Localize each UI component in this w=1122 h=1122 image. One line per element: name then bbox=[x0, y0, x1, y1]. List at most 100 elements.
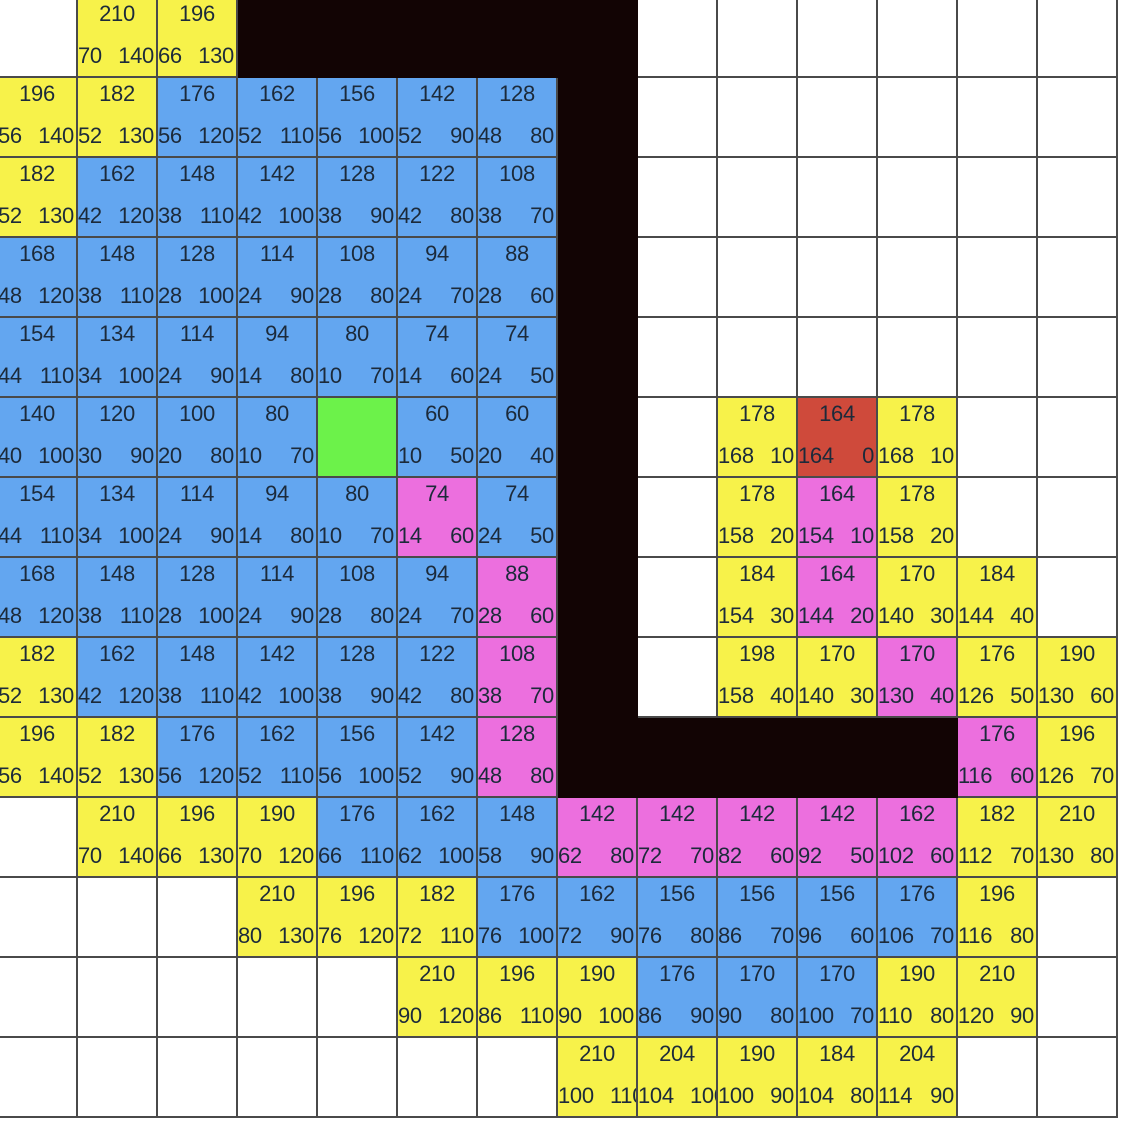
g-cost: 34 bbox=[78, 363, 102, 388]
grid-cell-wall bbox=[558, 638, 638, 718]
f-cost: 148 bbox=[179, 161, 215, 186]
f-cost: 128 bbox=[179, 241, 215, 266]
h-cost: 90 bbox=[370, 203, 394, 228]
f-cost: 178 bbox=[899, 401, 935, 426]
f-cost: 94 bbox=[425, 561, 449, 586]
f-cost: 196 bbox=[339, 881, 375, 906]
g-cost: 52 bbox=[78, 763, 102, 788]
g-cost: 48 bbox=[478, 123, 502, 148]
h-cost: 130 bbox=[278, 923, 314, 948]
f-cost: 182 bbox=[979, 801, 1015, 826]
g-cost: 20 bbox=[478, 443, 502, 468]
f-cost: 156 bbox=[819, 881, 855, 906]
f-cost: 176 bbox=[899, 881, 935, 906]
f-cost: 210 bbox=[419, 961, 455, 986]
h-cost: 70 bbox=[930, 923, 954, 948]
g-cost: 154 bbox=[718, 603, 754, 628]
f-cost: 154 bbox=[19, 321, 55, 346]
f-cost: 114 bbox=[259, 241, 295, 266]
h-cost: 90 bbox=[210, 363, 234, 388]
g-cost: 42 bbox=[78, 683, 102, 708]
f-cost: 162 bbox=[419, 801, 455, 826]
h-cost: 60 bbox=[1090, 683, 1114, 708]
g-cost: 24 bbox=[478, 523, 502, 548]
grid-cell-empty bbox=[1038, 558, 1118, 638]
g-cost: 82 bbox=[718, 843, 742, 868]
h-cost: 110 bbox=[279, 763, 314, 788]
grid-cell-empty bbox=[1038, 0, 1118, 78]
h-cost: 120 bbox=[38, 283, 74, 308]
g-cost: 56 bbox=[318, 763, 342, 788]
f-cost: 210 bbox=[99, 801, 135, 826]
g-cost: 28 bbox=[158, 283, 182, 308]
f-cost: 148 bbox=[99, 561, 135, 586]
f-cost: 190 bbox=[259, 801, 295, 826]
f-cost: 108 bbox=[339, 561, 375, 586]
g-cost: 38 bbox=[318, 683, 342, 708]
h-cost: 100 bbox=[278, 203, 314, 228]
f-cost: 210 bbox=[99, 1, 135, 26]
g-cost: 154 bbox=[798, 523, 834, 548]
g-cost: 42 bbox=[238, 683, 262, 708]
g-cost: 56 bbox=[158, 123, 182, 148]
grid-cell-empty bbox=[398, 1038, 478, 1118]
h-cost: 80 bbox=[1090, 843, 1114, 868]
g-cost: 10 bbox=[238, 443, 262, 468]
h-cost: 80 bbox=[770, 1003, 794, 1028]
grid-cell-wall bbox=[478, 0, 558, 78]
h-cost: 50 bbox=[1010, 683, 1034, 708]
g-cost: 38 bbox=[478, 203, 502, 228]
g-cost: 130 bbox=[878, 683, 914, 708]
g-cost: 158 bbox=[718, 683, 754, 708]
h-cost: 20 bbox=[930, 523, 954, 548]
h-cost: 100 bbox=[198, 283, 234, 308]
g-cost: 100 bbox=[718, 1083, 754, 1108]
h-cost: 110 bbox=[610, 1083, 636, 1108]
h-cost: 120 bbox=[38, 603, 74, 628]
h-cost: 80 bbox=[690, 923, 714, 948]
g-cost: 168 bbox=[718, 443, 754, 468]
h-cost: 90 bbox=[930, 1083, 954, 1108]
f-cost: 94 bbox=[265, 321, 289, 346]
g-cost: 28 bbox=[478, 283, 502, 308]
f-cost: 122 bbox=[419, 641, 455, 666]
f-cost: 176 bbox=[659, 961, 695, 986]
f-cost: 108 bbox=[499, 641, 535, 666]
grid-cell-empty bbox=[958, 398, 1038, 478]
g-cost: 90 bbox=[398, 1003, 422, 1028]
g-cost: 116 bbox=[958, 763, 993, 788]
g-cost: 130 bbox=[1038, 683, 1074, 708]
grid-cell-empty bbox=[958, 318, 1038, 398]
f-cost: 128 bbox=[339, 161, 375, 186]
g-cost: 62 bbox=[398, 843, 422, 868]
f-cost: 168 bbox=[19, 241, 55, 266]
f-cost: 196 bbox=[1059, 721, 1095, 746]
f-cost: 176 bbox=[179, 721, 215, 746]
h-cost: 90 bbox=[770, 1083, 794, 1108]
grid-cell-wall bbox=[638, 718, 718, 798]
h-cost: 80 bbox=[450, 683, 474, 708]
